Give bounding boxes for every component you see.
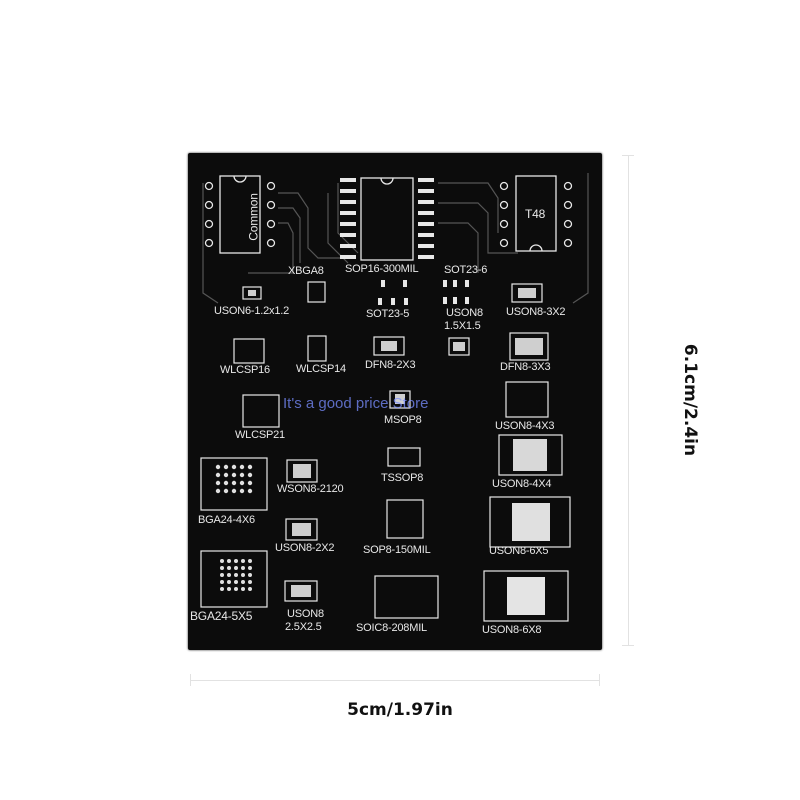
uson8-6x5-footprint	[489, 496, 571, 548]
sot23-5-footprint	[378, 280, 408, 305]
wlcsp21-footprint	[242, 394, 280, 428]
label-uson8-6x8: USON8-6X8	[482, 624, 542, 636]
label-sot23-5: SOT23-5	[366, 308, 410, 320]
label-dfn8-3x3: DFN8-3X3	[500, 361, 551, 373]
sot23-6-footprint	[443, 280, 469, 304]
width-dimension-line	[190, 680, 600, 681]
label-uson6: USON6-1.2x1.2	[214, 305, 290, 317]
label-uson8-25-size: 2.5X2.5	[285, 621, 322, 633]
label-sot23-6: SOT23-6	[444, 264, 488, 276]
sop8-footprint	[386, 499, 424, 539]
uson6-footprint	[242, 286, 262, 300]
label-wlcsp14: WLCSP14	[296, 363, 346, 375]
label-uson8-25: USON8	[287, 608, 324, 620]
label-soic8: SOIC8-208MIL	[356, 622, 427, 634]
height-dimension-line	[628, 155, 629, 645]
xbga8-footprint	[307, 281, 326, 303]
soic8-footprint	[374, 575, 439, 619]
dfn8-2x3-footprint	[373, 336, 405, 356]
label-wlcsp21: WLCSP21	[235, 429, 285, 441]
label-dfn8-2x3: DFN8-2X3	[365, 359, 416, 371]
label-bga24-4x6: BGA24-4X6	[198, 514, 255, 526]
dfn8-3x3-footprint	[509, 332, 549, 361]
uson8-6x8-footprint	[483, 570, 569, 622]
height-tick-bottom	[622, 645, 634, 646]
label-t48: T48	[525, 207, 546, 221]
width-tick-right	[599, 674, 600, 686]
label-uson8-3x2: USON8-3X2	[506, 306, 566, 318]
label-uson8-4x4: USON8-4X4	[492, 478, 552, 490]
uson8-4x4-footprint	[498, 434, 563, 476]
wson8-footprint	[286, 459, 318, 483]
label-wson8: WSON8-2120	[277, 483, 344, 495]
label-uson8-4x3: USON8-4X3	[495, 420, 555, 432]
wlcsp14-footprint	[307, 335, 327, 362]
uson8-4x3-footprint	[505, 381, 549, 418]
uson8-25-footprint	[284, 580, 318, 602]
label-sop8: SOP8-150MIL	[363, 544, 431, 556]
bga24-4x6-footprint	[200, 457, 268, 511]
label-uson8-15-size: 1.5X1.5	[444, 320, 481, 332]
sop16-footprint	[340, 177, 434, 261]
height-tick-top	[622, 155, 634, 156]
label-wlcsp16: WLCSP16	[220, 364, 270, 376]
store-watermark: It's a good price Store	[283, 395, 429, 412]
width-tick-left	[190, 674, 191, 686]
wlcsp16-footprint	[233, 338, 265, 364]
label-xbga8: XBGA8	[288, 265, 324, 277]
pcb-adapter-board: Common T48 XBGA8 SOP16-300MIL SOT23-6 US…	[188, 153, 602, 650]
uson8-3x2-footprint	[511, 283, 543, 303]
uson8-2x2-footprint	[285, 518, 318, 541]
label-uson8-15: USON8	[446, 307, 483, 319]
label-common: Common	[246, 193, 261, 241]
t48-dip-footprint	[499, 175, 573, 252]
usonb-footprint	[448, 337, 470, 356]
height-label: 6.1cm/2.4in	[680, 343, 700, 457]
tssop8-footprint	[387, 447, 421, 467]
label-uson8-6x5: USON8-6X5	[489, 545, 549, 557]
label-tssop8: TSSOP8	[381, 472, 424, 484]
common-dip-footprint	[204, 175, 276, 254]
label-msop8: MSOP8	[384, 414, 422, 426]
msop8-footprint	[389, 390, 411, 409]
width-label: 5cm/1.97in	[347, 700, 453, 720]
board-artwork	[200, 173, 589, 622]
label-sop16: SOP16-300MIL	[345, 263, 419, 275]
bga24-5x5-footprint	[200, 550, 268, 608]
label-uson8-2x2: USON8-2X2	[275, 542, 335, 554]
label-bga24-5x5: BGA24-5X5	[190, 609, 253, 623]
